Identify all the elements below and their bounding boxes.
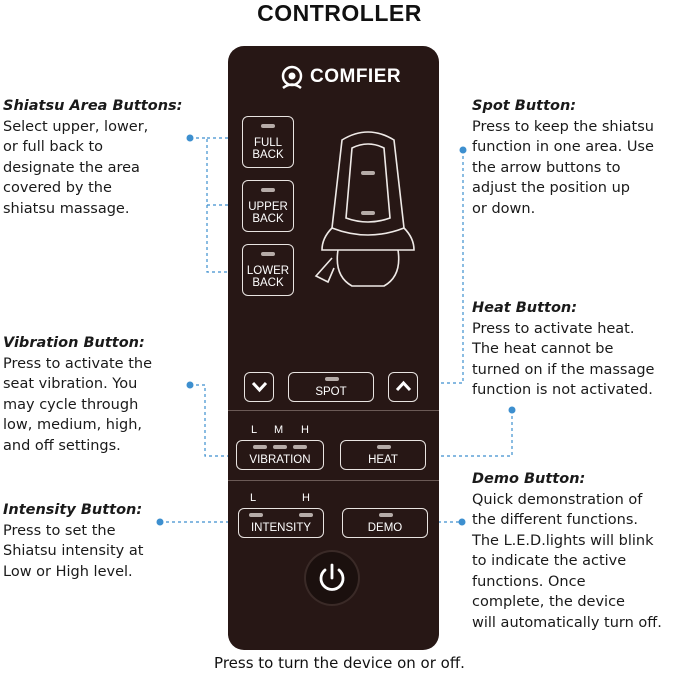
vibration-button[interactable]: VIBRATION — [236, 440, 324, 470]
demo-text: Quick demonstration of the different fun… — [472, 491, 662, 631]
heat-led — [377, 445, 391, 449]
power-icon — [319, 563, 345, 591]
demo-heading: Demo Button: — [472, 471, 586, 487]
divider-1 — [228, 410, 439, 411]
upper-back-label-line1: UPPER — [248, 201, 288, 213]
chevron-down-icon — [251, 381, 267, 393]
lower-back-label: LOWER BACK — [243, 265, 293, 289]
spot-text: Press to keep the shiatsu function in on… — [472, 118, 654, 217]
shiatsu-area-annotation: Shiatsu Area Buttons: Select upper, lowe… — [3, 96, 188, 219]
intensity-text: Press to set the Shiatsu intensity at Lo… — [3, 522, 144, 580]
demo-annotation: Demo Button: Quick demonstration of the … — [472, 469, 677, 633]
vibration-led-label-medium: M — [274, 424, 284, 436]
vibration-led-label-high: H — [301, 424, 309, 436]
up-arrow-button[interactable] — [388, 372, 418, 402]
seat-led-upper — [361, 171, 375, 175]
upper-back-button[interactable]: UPPER BACK — [242, 180, 294, 232]
shiatsu-area-text: Select upper, lower, or full back to des… — [3, 118, 149, 217]
shiatsu-area-heading: Shiatsu Area Buttons: — [3, 98, 183, 114]
brand-logo: COMFIER — [278, 64, 408, 94]
brand-logo-text: COMFIER — [310, 66, 402, 87]
heat-label: HEAT — [368, 454, 398, 466]
brand-logo-icon — [281, 65, 303, 90]
full-back-button[interactable]: FULL BACK — [242, 116, 294, 168]
spot-button[interactable]: SPOT — [288, 372, 374, 402]
power-annotation: Press to turn the device on or off. — [214, 654, 465, 672]
spot-label: SPOT — [315, 386, 347, 398]
vibration-annotation: Vibration Button: Press to activate the … — [3, 333, 188, 456]
intensity-led-label-low: L — [250, 492, 257, 504]
spot-annotation: Spot Button: Press to keep the shiatsu f… — [472, 96, 677, 219]
remote-controller: COMFIER FULL BACK UPPER BACK LOWER BACK — [228, 46, 439, 650]
lower-back-label-line1: LOWER — [246, 265, 290, 277]
page-title: CONTROLLER — [257, 0, 422, 26]
vibration-led-low — [253, 445, 267, 449]
vibration-text: Press to activate the seat vibration. Yo… — [3, 355, 152, 454]
demo-label: DEMO — [367, 522, 403, 534]
heat-annotation: Heat Button: Press to activate heat. The… — [472, 298, 677, 401]
lower-back-label-line2: BACK — [252, 277, 284, 289]
vibration-led-high — [293, 445, 307, 449]
full-back-led — [261, 124, 275, 128]
power-button[interactable] — [306, 552, 358, 604]
vibration-led-medium — [273, 445, 287, 449]
intensity-led-label-high: H — [302, 492, 310, 504]
full-back-label: FULL BACK — [243, 137, 293, 161]
full-back-label-line1: FULL — [253, 137, 283, 149]
heat-text: Press to activate heat. The heat cannot … — [472, 320, 655, 399]
intensity-label: INTENSITY — [250, 522, 312, 534]
lower-back-led — [261, 252, 275, 256]
vibration-led-label-low: L — [251, 424, 258, 436]
intensity-annotation: Intensity Button: Press to set the Shiat… — [3, 500, 188, 582]
upper-back-led — [261, 188, 275, 192]
heat-button[interactable]: HEAT — [340, 440, 426, 470]
upper-back-label: UPPER BACK — [243, 201, 293, 225]
seat-led-lower — [361, 211, 375, 215]
vibration-label: VIBRATION — [249, 454, 311, 466]
divider-2 — [228, 480, 439, 481]
demo-led — [379, 513, 393, 517]
demo-button[interactable]: DEMO — [342, 508, 428, 538]
intensity-heading: Intensity Button: — [3, 502, 143, 518]
full-back-label-line2: BACK — [252, 149, 284, 161]
intensity-led-low — [249, 513, 263, 517]
lower-back-button[interactable]: LOWER BACK — [242, 244, 294, 296]
heat-heading: Heat Button: — [472, 300, 578, 316]
chevron-up-icon — [395, 380, 411, 392]
spot-heading: Spot Button: — [472, 98, 577, 114]
upper-back-label-line2: BACK — [252, 213, 284, 225]
spot-led — [325, 377, 339, 381]
intensity-led-high — [299, 513, 313, 517]
vibration-heading: Vibration Button: — [3, 335, 145, 351]
intensity-button[interactable]: INTENSITY — [238, 508, 324, 538]
massage-seat-icon — [314, 131, 415, 287]
down-arrow-button[interactable] — [244, 372, 274, 402]
